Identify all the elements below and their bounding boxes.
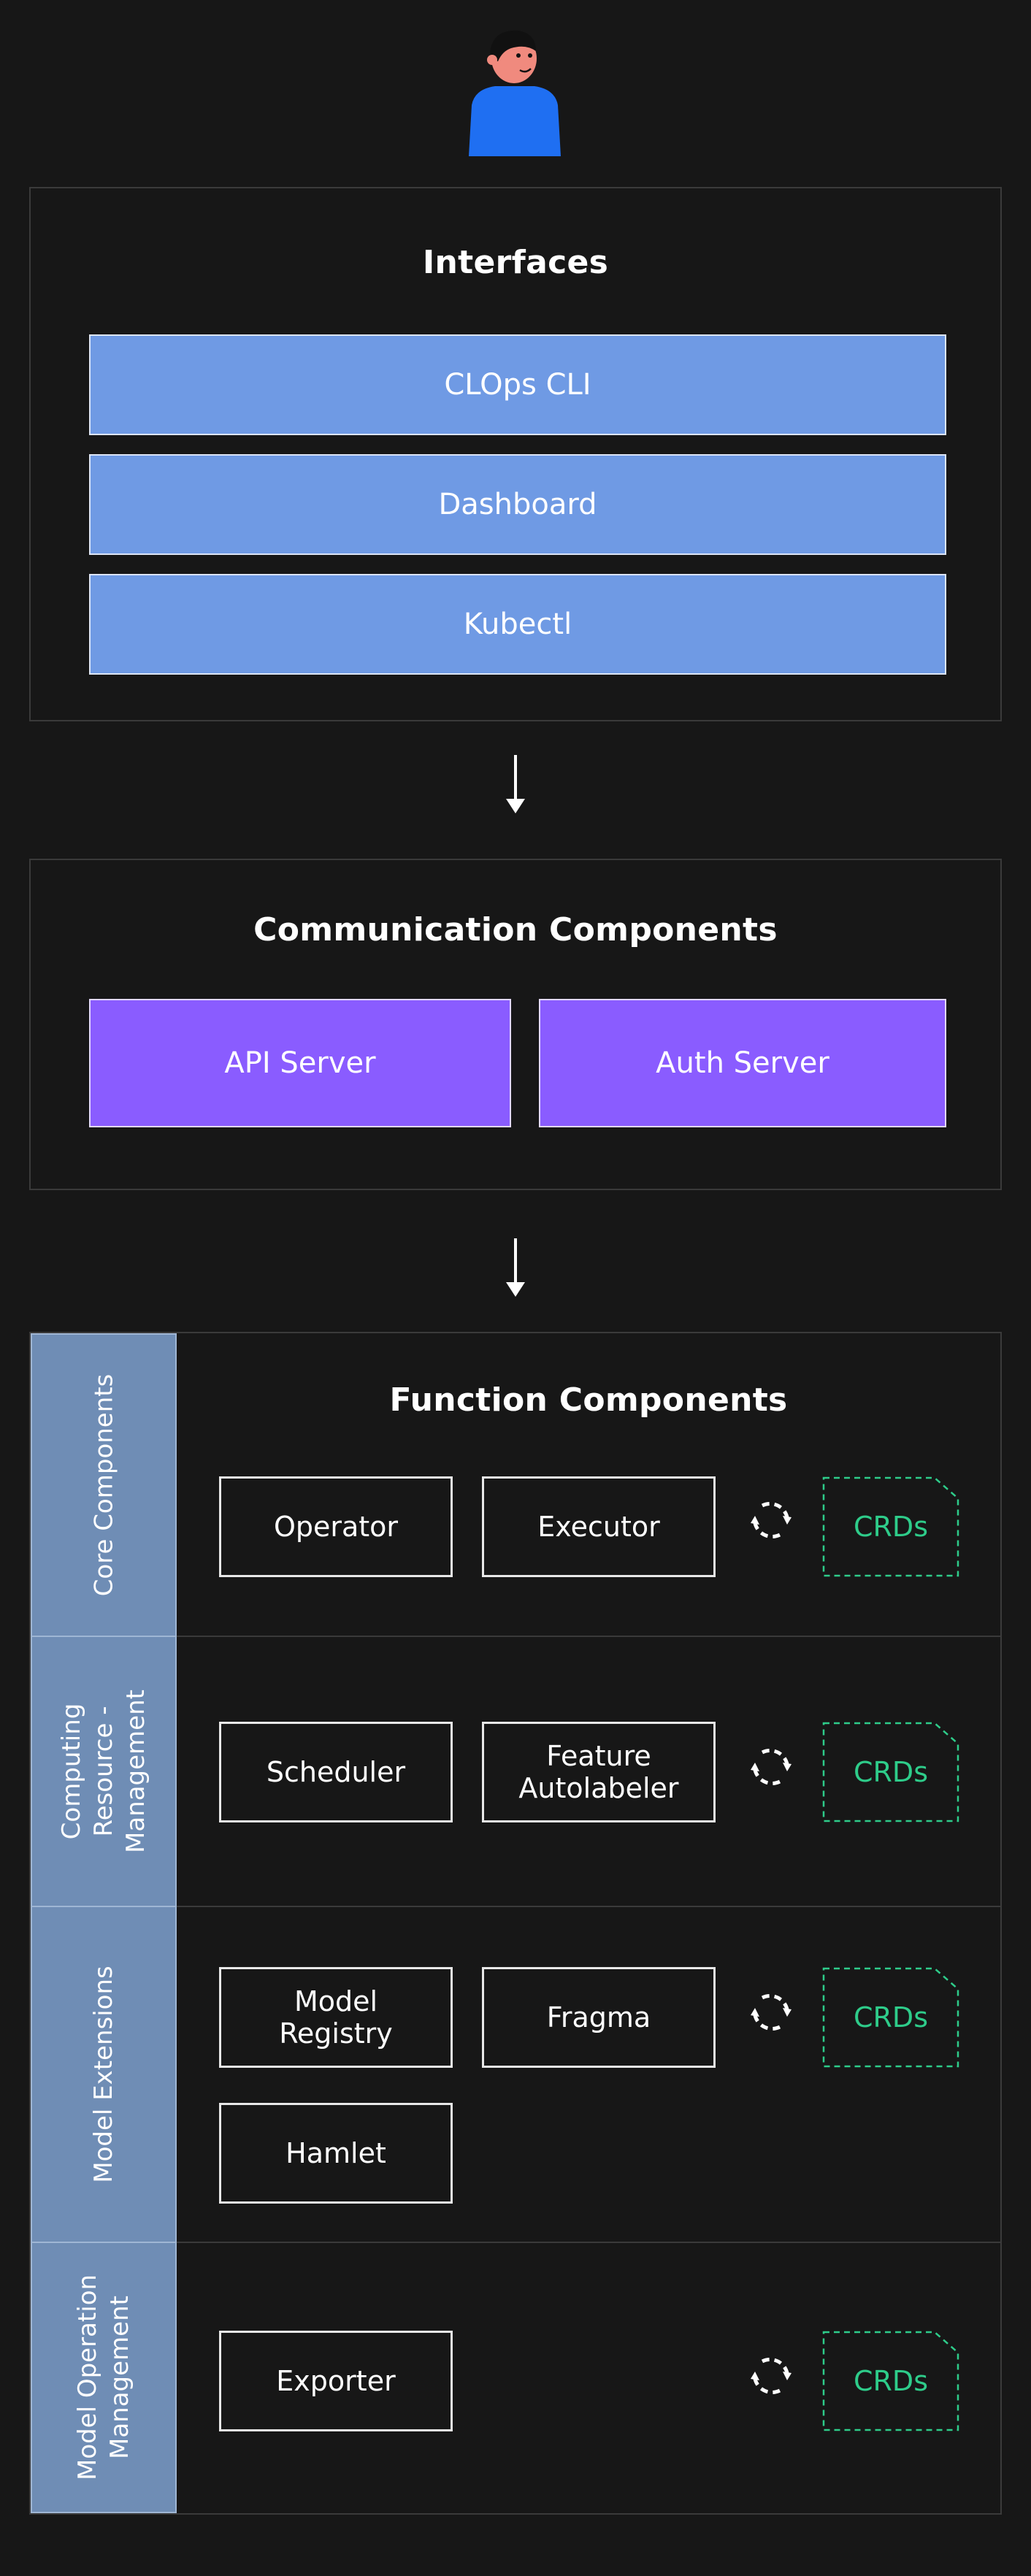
interfaces-section: Interfaces CLOps CLI Dashboard Kubectl <box>29 187 1002 721</box>
row-divider <box>177 1636 1000 1637</box>
operator-box: Operator <box>219 1476 453 1577</box>
executor-box: Executor <box>482 1476 716 1577</box>
api-server-box: API Server <box>89 999 511 1127</box>
feature-autolabeler-box: Feature Autolabeler <box>482 1722 716 1822</box>
sync-icon <box>746 1495 796 1545</box>
user-avatar <box>460 26 570 156</box>
function-title: Function Components <box>389 1381 788 1419</box>
row-label-model-extensions: Model Extensions <box>31 1906 177 2243</box>
exporter-box: Exporter <box>219 2331 453 2431</box>
sync-icon <box>746 2351 796 2401</box>
crds-document: CRDs <box>822 2331 959 2431</box>
model-registry-box: Model Registry <box>219 1967 453 2068</box>
clops-cli-box: CLOps CLI <box>89 334 946 435</box>
function-section: Function Components Core Components Comp… <box>29 1332 1002 2515</box>
scheduler-box: Scheduler <box>219 1722 453 1822</box>
crds-document: CRDs <box>822 1476 959 1577</box>
interfaces-title: Interfaces <box>422 244 609 281</box>
kubectl-box: Kubectl <box>89 574 946 675</box>
row-divider <box>177 2242 1000 2243</box>
crds-document: CRDs <box>822 1722 959 1822</box>
communication-section: Communication Components API Server Auth… <box>29 859 1002 1190</box>
dashboard-box: Dashboard <box>89 454 946 555</box>
hamlet-box: Hamlet <box>219 2103 453 2204</box>
sync-icon <box>746 1987 796 2037</box>
row-label-computing-resource-management: Computing Resource - Management <box>31 1636 177 1907</box>
crds-document: CRDs <box>822 1967 959 2068</box>
sync-icon <box>746 1742 796 1792</box>
fragma-box: Fragma <box>482 1967 716 2068</box>
arrow-down-icon <box>506 755 525 813</box>
communication-title: Communication Components <box>253 911 778 948</box>
avatar-body <box>469 86 561 156</box>
arrow-down-icon <box>506 1238 525 1297</box>
avatar-hair <box>490 30 536 61</box>
row-label-core-components: Core Components <box>31 1333 177 1637</box>
row-divider <box>177 1906 1000 1907</box>
auth-server-box: Auth Server <box>539 999 946 1127</box>
row-label-model-operation-management: Model Operation Management <box>31 2242 177 2513</box>
